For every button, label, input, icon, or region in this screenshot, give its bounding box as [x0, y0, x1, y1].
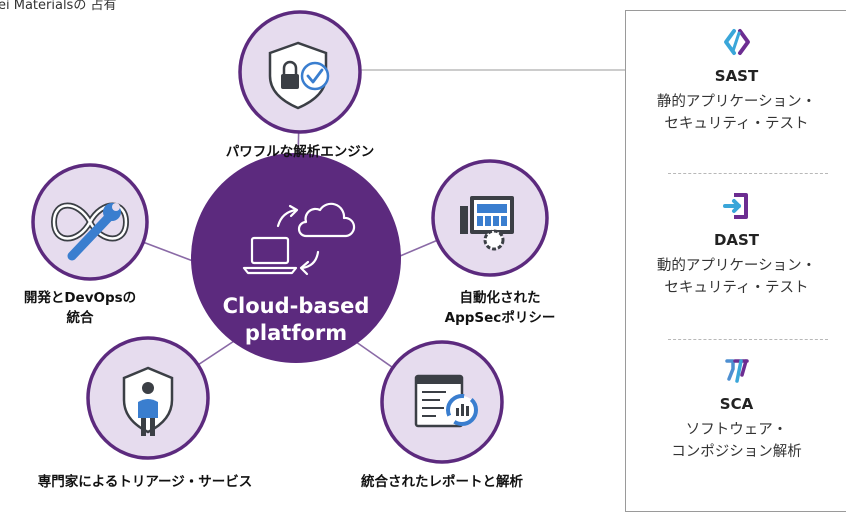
- tool-name-dast: DAST: [713, 231, 760, 249]
- center-title-line2: platform: [244, 321, 348, 345]
- tool-sast: SAST 静的アプリケーション・ セキュリティ・テスト: [626, 27, 846, 135]
- tool-name-sast: SAST: [714, 67, 759, 85]
- tool-separator: [668, 339, 828, 340]
- page-caption: ei Materialsの 占有: [0, 0, 117, 13]
- tool-desc-dast-line2: セキュリティ・テスト: [664, 280, 809, 296]
- tool-desc-sast-line1: 静的アプリケーション・: [656, 94, 817, 110]
- node-label-reports: 統合されたレポートと解析: [361, 474, 523, 490]
- center-title: Cloud-based platform: [200, 293, 392, 347]
- dashboard-gear-icon: [460, 196, 514, 251]
- sast-icon: [723, 29, 750, 55]
- tool-sca: SCA ソフトウェア・ コンポジション解析: [626, 355, 846, 463]
- tool-desc-sast-line2: セキュリティ・テスト: [664, 116, 809, 132]
- cloud-laptop-icon: [242, 202, 356, 276]
- tool-desc-sca: ソフトウェア・ コンポジション解析: [626, 419, 846, 463]
- node-label-devops: 開発とDevOpsの 統合: [0, 288, 160, 328]
- expert-shield-icon: [122, 366, 174, 436]
- center-title-line1: Cloud-based: [222, 294, 370, 318]
- report-chart-icon: [414, 374, 478, 428]
- dast-icon: [722, 193, 748, 219]
- infinity-wrench-icon: [50, 202, 130, 261]
- node-label-appsec-line2: AppSecポリシー: [444, 310, 556, 326]
- node-label-devops-line1: 開発とDevOpsの: [23, 290, 137, 306]
- tool-desc-dast: 動的アプリケーション・ セキュリティ・テスト: [626, 255, 846, 299]
- node-label-appsec-line1: 自動化された: [459, 290, 541, 306]
- shield-lock-check-icon: [268, 41, 330, 110]
- tool-dast: DAST 動的アプリケーション・ セキュリティ・テスト: [626, 191, 846, 299]
- node-label-analysis-engine: パワフルな解析エンジン: [225, 144, 375, 160]
- tool-separator: [668, 173, 828, 174]
- tool-desc-sca-line1: ソフトウェア・: [685, 422, 788, 438]
- sca-icon: [724, 359, 749, 383]
- tool-name-sca: SCA: [719, 395, 754, 413]
- tool-desc-sca-line2: コンポジション解析: [671, 444, 802, 460]
- platform-diagram: [31, 10, 625, 464]
- tools-panel: SAST 静的アプリケーション・ セキュリティ・テスト DAST 動的アプリケー…: [625, 10, 846, 512]
- center-circle: [191, 153, 401, 363]
- node-label-triage-service: 専門家によるトリアージ・サービス: [37, 474, 253, 490]
- node-label-appsec-policy: 自動化された AppSecポリシー: [420, 288, 580, 328]
- node-label-devops-line2: 統合: [66, 310, 94, 326]
- tool-desc-dast-line1: 動的アプリケーション・: [656, 258, 817, 274]
- tool-desc-sast: 静的アプリケーション・ セキュリティ・テスト: [626, 91, 846, 135]
